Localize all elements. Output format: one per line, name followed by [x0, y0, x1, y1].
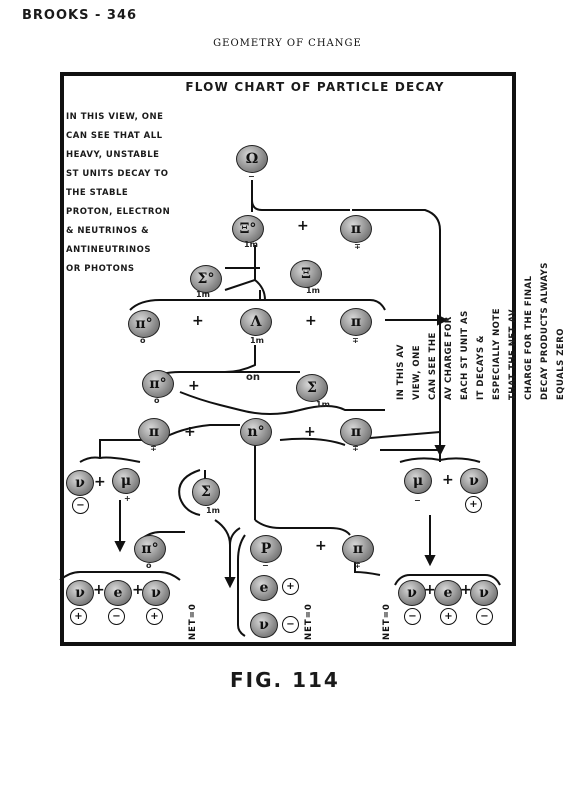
particle-neutron: n° — [240, 418, 272, 446]
charge-circle: + — [70, 608, 87, 625]
mass-label: 1m — [306, 286, 320, 295]
particle-xi-minus: Ξ — [290, 260, 322, 288]
plus-sign: + — [305, 313, 317, 329]
plus-sign: + — [297, 218, 309, 234]
particle-sigma-zero: Σ° — [190, 265, 222, 293]
plus-sign: + — [132, 582, 144, 598]
net-label: NET=0 — [304, 603, 314, 640]
particle-nu-e: ν — [470, 580, 498, 606]
particle-pi-zero: π° — [142, 370, 174, 398]
mass-label: 1m — [316, 400, 330, 409]
page-title: GEOMETRY OF CHANGE — [213, 38, 362, 49]
mass-label: 1m — [196, 290, 210, 299]
plus-sign: + — [184, 424, 196, 440]
on-label: on — [246, 372, 260, 383]
note-right: IN THIS AV VIEW, ONE CAN SEE THE AV CHAR… — [396, 262, 566, 400]
particle-positron: e — [104, 580, 132, 606]
charge-label: o — [146, 561, 152, 570]
particle-nu-e-bar: ν — [250, 612, 278, 638]
mass-label: 1m — [250, 336, 264, 345]
particle-xi-zero: Ξ° — [232, 215, 264, 243]
plus-sign: + — [442, 472, 454, 488]
chart-title: FLOW CHART OF PARTICLE DECAY — [185, 80, 445, 94]
charge-label: + — [124, 494, 131, 503]
charge-circle: − — [108, 608, 125, 625]
particle-omega: Ω — [236, 145, 268, 173]
charge-circle: − — [282, 616, 299, 633]
charge-label: ∓ — [150, 444, 157, 453]
charge-circle: − — [72, 497, 89, 514]
charge-circle: + — [146, 608, 163, 625]
charge-label: ∓ — [354, 561, 361, 570]
particle-electron: e — [250, 575, 278, 601]
charge-label: ∓ — [354, 242, 361, 251]
particle-sigma-plus: Σ — [192, 478, 220, 506]
particle-pi-zero: π° — [134, 535, 166, 563]
mass-label: 1m — [206, 506, 220, 515]
charge-label: ∓ — [352, 336, 359, 345]
charge-label: − — [248, 172, 255, 181]
particle-electron: e — [434, 580, 462, 606]
charge-label: − — [262, 561, 269, 570]
plus-sign: + — [93, 582, 105, 598]
charge-circle: − — [404, 608, 421, 625]
charge-circle: + — [282, 578, 299, 595]
plus-sign: + — [304, 424, 316, 440]
net-label: NET=0 — [188, 603, 198, 640]
particle-lambda: Λ — [240, 308, 272, 336]
charge-circle: − — [476, 608, 493, 625]
particle-pi-minus: π — [340, 418, 372, 446]
plus-sign: + — [192, 313, 204, 329]
particle-sigma-minus: Σ — [296, 374, 328, 402]
particle-pi-zero: π° — [128, 310, 160, 338]
plus-sign: + — [424, 582, 436, 598]
particle-pi-minus: π — [340, 215, 372, 243]
net-label: NET=0 — [382, 603, 392, 640]
charge-label: − — [414, 496, 421, 505]
particle-nu-mu: ν — [66, 470, 94, 496]
particle-nu-e: ν — [142, 580, 170, 606]
particle-pi-minus: π — [340, 308, 372, 336]
plus-sign: + — [94, 474, 106, 490]
charge-label: ∓ — [352, 444, 359, 453]
plus-sign: + — [460, 582, 472, 598]
plus-sign: + — [188, 378, 200, 394]
particle-nu-mu-bar: ν — [66, 580, 94, 606]
particle-nu-mu-bar: ν — [398, 580, 426, 606]
charge-circle: + — [440, 608, 457, 625]
particle-nu-mu-bar: ν — [460, 468, 488, 494]
particle-proton: P — [250, 535, 282, 563]
header-code: BROOKS - 346 — [22, 8, 138, 23]
figure-caption: FIG. 114 — [230, 668, 340, 692]
particle-pi-minus: π — [342, 535, 374, 563]
charge-circle: + — [465, 496, 482, 513]
particle-mu-minus: μ — [404, 468, 432, 494]
note-left: IN THIS VIEW, ONE CAN SEE THAT ALL HEAVY… — [66, 112, 171, 274]
plus-sign: + — [315, 538, 327, 554]
chart-frame — [60, 72, 516, 646]
charge-label: o — [154, 396, 160, 405]
particle-mu-plus: μ — [112, 468, 140, 494]
charge-label: o — [140, 336, 146, 345]
mass-label: 1m — [244, 240, 258, 249]
particle-pi-plus: π — [138, 418, 170, 446]
